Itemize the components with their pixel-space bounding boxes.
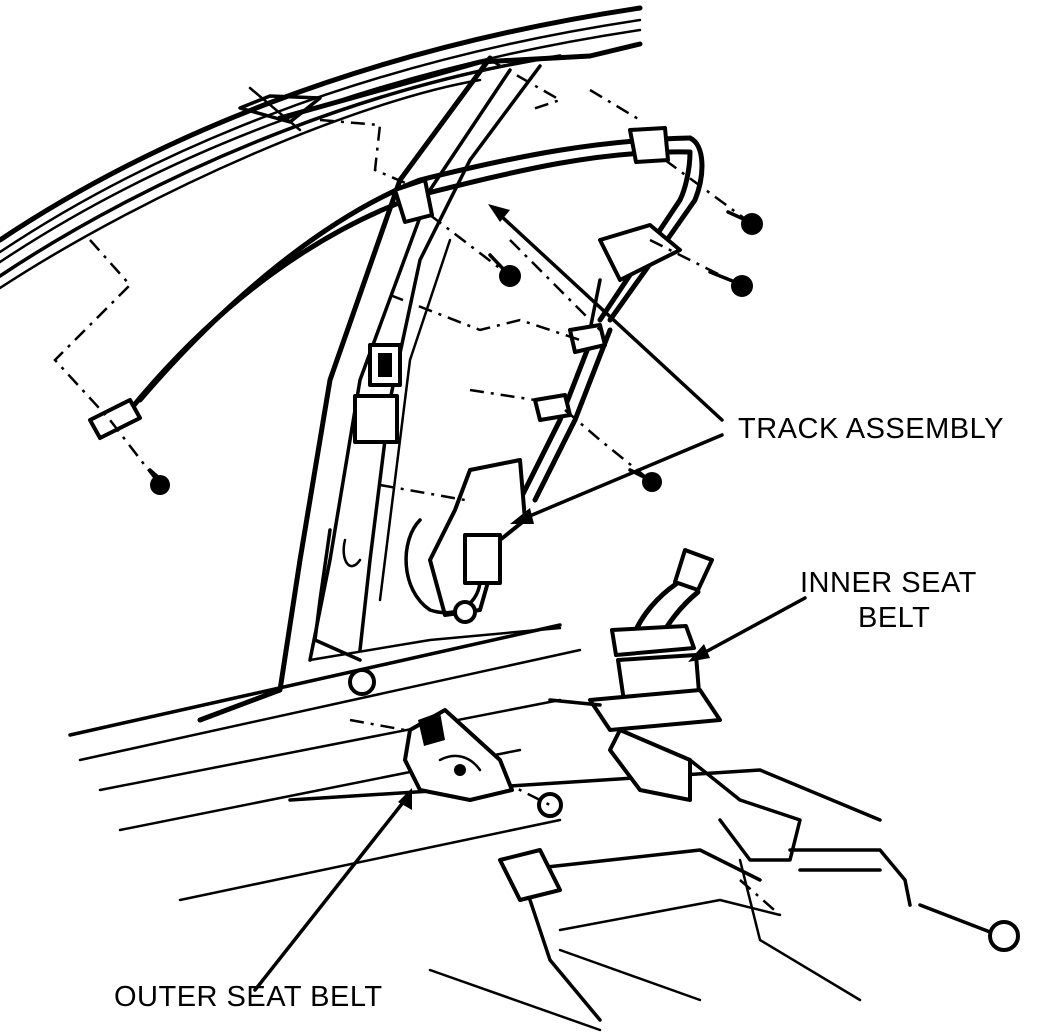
- bolt-icon: [726, 210, 763, 235]
- floor-pan: [68, 623, 882, 1032]
- inner-seat-belt-part: [548, 548, 912, 907]
- bolt-icon: [148, 468, 170, 495]
- inner-seat-belt-label-line2: BELT: [858, 602, 930, 634]
- fasteners: [148, 210, 1020, 952]
- bolt-icon: [537, 792, 563, 818]
- bolt-icon: [708, 270, 753, 297]
- outer-seat-belt-label: OUTER SEAT BELT: [114, 981, 383, 1013]
- bolt-icon: [918, 903, 1020, 952]
- callout-labels: TRACK ASSEMBLY INNER SEAT BELT OUTER SEA…: [114, 413, 1004, 1013]
- upper-track-rail: [88, 126, 705, 440]
- callout-leaders: [253, 204, 807, 992]
- roof-panel: [0, 5, 643, 290]
- lower-track-retractor: [308, 323, 613, 662]
- b-pillar: [197, 55, 542, 723]
- inner-seat-belt-label-line1: INNER SEAT: [800, 567, 977, 599]
- outer-seat-belt-part: [403, 708, 514, 802]
- track-assembly-label: TRACK ASSEMBLY: [738, 413, 1004, 445]
